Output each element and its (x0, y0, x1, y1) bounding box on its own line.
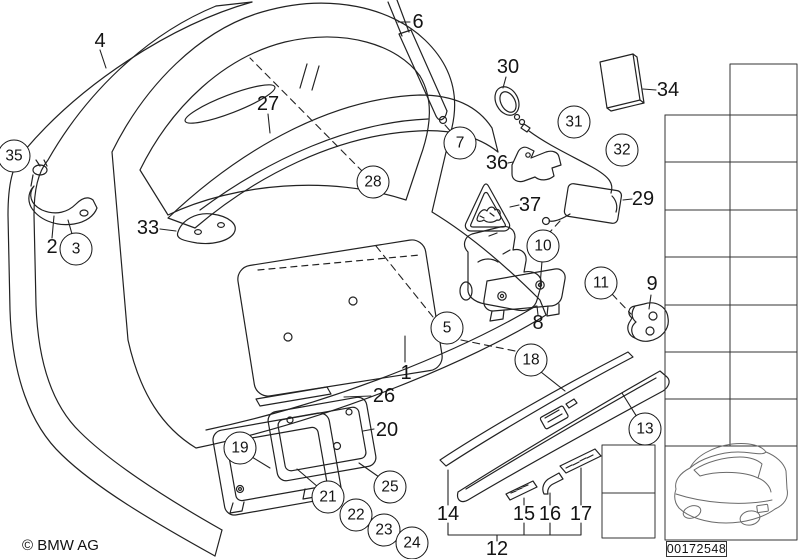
callout-13[interactable]: 13 (628, 412, 662, 446)
callout-35[interactable]: 35 (0, 139, 31, 173)
gas-strut-drawing (387, 0, 448, 125)
callout-15[interactable]: 15 (512, 503, 536, 525)
callout-18[interactable]: 18 (514, 343, 548, 377)
panel-cell-32[interactable]: 32 (730, 115, 797, 162)
callout-37[interactable]: 37 (518, 194, 542, 216)
callout-12[interactable]: 12 (485, 538, 509, 559)
callout-3[interactable]: 3 (59, 232, 93, 266)
panel-cell-7[interactable]: 7 (665, 399, 730, 446)
callout-27[interactable]: 27 (256, 93, 280, 115)
callout-16[interactable]: 16 (538, 503, 562, 525)
panel-cell-31[interactable]: 31 (665, 115, 730, 162)
striker-drawing (627, 302, 669, 342)
tailgate-seal-drawing (7, 1, 253, 557)
panel-grid (601, 63, 798, 541)
callout-7[interactable]: 7 (443, 126, 477, 160)
callout-23[interactable]: 23 (367, 513, 401, 547)
callout-19[interactable]: 19 (223, 431, 257, 465)
emergency-cable-drawing (494, 86, 613, 194)
callout-5[interactable]: 5 (430, 311, 464, 345)
callout-26[interactable]: 26 (372, 385, 396, 407)
window-cowl-drawing (167, 94, 499, 229)
damping-pad-drawing (599, 53, 645, 112)
panel-cell-25[interactable]: 25 (665, 162, 730, 210)
panel-cell-3[interactable]: 3 (602, 493, 655, 538)
lock-assembly-drawing (459, 225, 566, 322)
panel-cell-22[interactable]: 22 (730, 257, 797, 305)
panel-cell-13[interactable]: 13 (730, 352, 797, 399)
callout-28[interactable]: 28 (356, 165, 390, 199)
small-trim-strips-drawing (505, 448, 602, 501)
license-plate-bracket-drawing (212, 396, 377, 516)
panel-cell-11[interactable]: 11 (665, 352, 730, 399)
callout-21[interactable]: 21 (311, 480, 345, 514)
strip-26-drawing (255, 386, 332, 407)
callout-11[interactable]: 11 (584, 266, 618, 300)
panel-cell-35[interactable]: 35 (730, 64, 797, 115)
callout-10[interactable]: 10 (526, 229, 560, 263)
image-number: 00172548 (666, 541, 727, 557)
callout-31[interactable]: 31 (557, 105, 591, 139)
callout-33[interactable]: 33 (136, 217, 160, 239)
panel-cell-21[interactable]: 21 (665, 257, 730, 305)
callout-30[interactable]: 30 (496, 56, 520, 78)
callout-20[interactable]: 20 (375, 419, 399, 441)
panel-cell-23[interactable]: 23 (665, 210, 730, 257)
callout-9[interactable]: 9 (646, 273, 658, 295)
callout-17[interactable]: 17 (569, 503, 593, 525)
handle-strip-drawing (439, 351, 670, 503)
panel-cell-24[interactable]: 24 (730, 210, 797, 257)
panel-cell-10[interactable]: 10 (730, 399, 797, 446)
panel-cell-19[interactable]: 19 (730, 305, 797, 352)
callout-29[interactable]: 29 (631, 188, 655, 210)
callout-2[interactable]: 2 (46, 236, 58, 258)
hinge-drawing (28, 159, 98, 226)
callout-36[interactable]: 36 (485, 152, 509, 174)
panel-cell-5[interactable]: 5 (602, 445, 655, 493)
bracket-33-drawing (176, 213, 236, 245)
callout-34[interactable]: 34 (656, 79, 680, 101)
callout-22[interactable]: 22 (339, 498, 373, 532)
warning-triangle-pictogram (476, 206, 502, 223)
leader-lines (51, 21, 657, 542)
panel-cell-18[interactable]: 18 (665, 305, 730, 352)
callout-32[interactable]: 32 (605, 133, 639, 167)
panel-cell-28[interactable]: 28 (730, 162, 797, 210)
callout-6[interactable]: 6 (412, 11, 424, 33)
tailgate-panel-drawing (111, 2, 547, 449)
dashed-leader-lines (249, 57, 632, 353)
callout-4[interactable]: 4 (94, 30, 106, 52)
control-module-drawing (541, 183, 623, 226)
callout-24[interactable]: 24 (395, 526, 429, 559)
vehicle-thumbnail-drawing (674, 443, 788, 526)
callout-14[interactable]: 14 (436, 503, 460, 525)
warning-triangle-drawing (464, 183, 511, 232)
callout-1[interactable]: 1 (400, 362, 412, 384)
callout-25[interactable]: 25 (373, 470, 407, 504)
bracket-36-drawing (511, 146, 562, 183)
copyright: © BMW AG (22, 537, 99, 554)
callout-8[interactable]: 8 (532, 312, 544, 334)
